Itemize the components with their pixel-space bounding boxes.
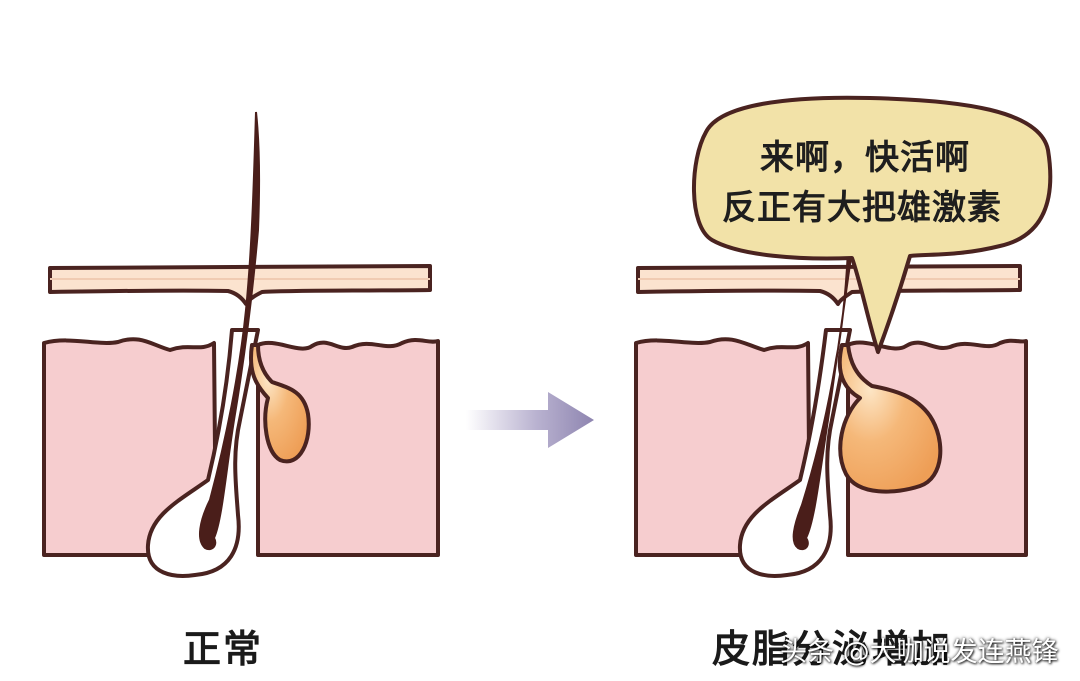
hair-shaft [792, 249, 854, 551]
epidermis-layer [636, 264, 1022, 306]
epidermis-layer [48, 264, 432, 306]
normal-skin-panel [42, 111, 440, 578]
right-arrow-icon [466, 392, 594, 448]
sebaceous-gland-enlarged [837, 343, 943, 494]
dermis-layer-right [256, 338, 440, 557]
dermis-layer [42, 337, 218, 557]
dermis-layer [634, 337, 812, 557]
speech-bubble-line-1: 来啊，快活啊 [760, 138, 970, 178]
sebaceous-gland-normal [249, 343, 311, 464]
speech-bubble [692, 95, 1053, 354]
speech-bubble-line-2: 反正有大把雄激素 [722, 188, 1002, 228]
hair-shaft [198, 111, 261, 551]
watermark: 头条 @大咖说发连燕锋 [780, 637, 1059, 668]
hair-follicle [737, 328, 852, 578]
increased-sebum-caption: 皮脂分泌增加 [712, 627, 953, 671]
normal-caption: 正常 [183, 627, 264, 671]
hair-follicle [145, 328, 260, 578]
increased-sebum-panel [634, 95, 1053, 578]
